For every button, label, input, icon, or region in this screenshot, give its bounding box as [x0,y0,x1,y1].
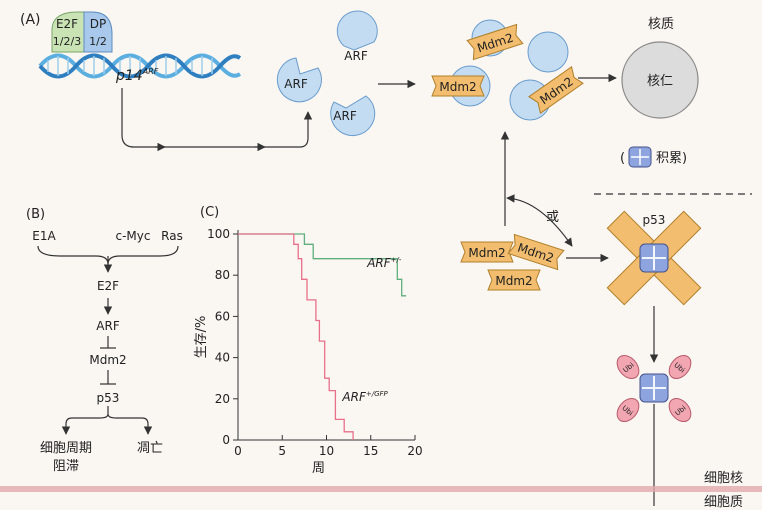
panel-b-label: (B) [26,207,45,222]
b-arrow-to-apoptosis [107,413,153,435]
panel-c-label: (C) [200,205,219,220]
nucleus-label: 细胞核 [704,471,743,486]
survival-chart: 0 20 40 60 80 100 0 5 10 15 20 周 生存/% ARF+/- ARF+/GFP [194,227,423,476]
mdm2-label-a2: Mdm2 [439,80,476,94]
dp-label: DP [90,17,106,31]
b-p53-label: p53 [97,391,120,405]
b-arrest-label-1: 细胞周期 [40,441,92,456]
x-tick-label: 15 [363,444,378,458]
series-line-2 [238,233,354,440]
y-tick-label: 40 [215,351,230,365]
cytoplasm-label: 细胞质 [704,495,743,510]
nuclear-membrane [0,486,762,492]
y-tick-label: 100 [207,227,230,241]
nucleoplasm-label: 核质 [648,17,674,32]
series-label-1: ARF+/- [366,256,402,270]
y-tick-label: 0 [222,433,230,447]
x-tick-label: 20 [407,444,422,458]
e2f-dp-complex: E2F 1/2/3 DP 1/2 [51,11,113,53]
y-tick-label: 20 [215,392,230,406]
b-mdm2-label: Mdm2 [89,353,126,367]
accumulate-label: 积累) [656,151,687,166]
gene-to-arf-arrow [121,88,313,148]
y-tick-label: 80 [215,268,230,282]
p53-label-a: p53 [643,213,666,227]
panel-a-label: (A) [20,12,41,28]
or-label: 或 [546,210,559,225]
b-e1a-label: E1A [32,229,56,243]
b-cmyc-label: c-Myc [116,229,151,243]
mdm2-label-b3: Mdm2 [495,274,532,288]
gene-label: p14ARF [115,67,159,84]
accumulate-open-paren: ( [620,151,625,166]
arf-shape-3 [330,95,376,137]
p53-small-icon [628,146,652,168]
e2f-label: E2F [56,17,78,31]
arf-protein-group: ARF ARF ARF [276,10,378,137]
b-e2f-label: E2F [97,279,119,293]
y-axis-label: 生存/% [194,316,209,359]
series-label-2: ARF+/GFP [341,390,388,404]
dna-helix-icon [38,53,242,79]
ubiquitinated-p53-icon: Ubi Ubi Ubi Ubi [616,354,692,423]
x-tick-label: 0 [234,444,242,458]
arf-label-1: ARF [284,77,308,91]
b-arf-label: ARF [96,319,120,333]
dp-sublabel: 1/2 [89,35,107,48]
p53-bound-mdm2-icon [606,210,702,306]
dp-shape [83,11,113,53]
x-axis-label: 周 [312,461,325,476]
x-tick-label: 10 [319,444,334,458]
b-apoptosis-label: 凋亡 [137,441,163,456]
or-double-arrow [506,194,573,247]
arf-shape-1 [276,57,322,103]
mdm2-free-cluster: Mdm2 Mdm2 Mdm2 [460,233,565,291]
b-arrow-to-arrest [61,406,109,435]
e2f-shape [51,11,85,53]
b-ras-label: Ras [161,229,183,243]
arf-shape-2 [336,10,378,51]
series-line-1 [238,233,407,297]
nucleolus-label: 核仁 [647,74,673,89]
arf-label-3: ARF [333,109,357,123]
x-tick-label: 5 [278,444,286,458]
b-arrest-label-2: 阻滞 [53,459,79,474]
e2f-sublabel: 1/2/3 [53,35,81,48]
arf-label-2: ARF [344,49,368,63]
arf-mdm2-complex: Mdm2 Mdm2 Mdm2 [431,19,584,121]
y-tick-label: 60 [215,309,230,323]
nucleolus-shape [621,41,699,119]
mdm2-label-b1: Mdm2 [468,246,505,260]
